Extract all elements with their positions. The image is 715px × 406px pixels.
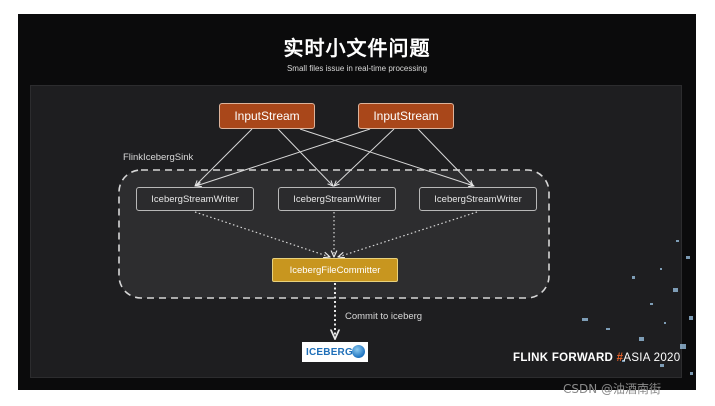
sparkle	[673, 288, 678, 292]
input-stream-2: InputStream	[358, 103, 454, 129]
input-stream-1: InputStream	[219, 103, 315, 129]
sparkle	[632, 276, 635, 279]
globe-icon	[352, 345, 365, 358]
iceberg-stream-writer-3: IcebergStreamWriter	[419, 187, 537, 211]
iceberg-stream-writer-2: IcebergStreamWriter	[278, 187, 396, 211]
sparkle	[650, 303, 653, 305]
edge-input2-writer2	[334, 128, 395, 186]
slide-subtitle: Small files issue in real-time processin…	[286, 64, 428, 73]
sparkle	[686, 256, 690, 259]
iceberg-logo-text: ICEBERG	[306, 346, 353, 358]
edge-input1-writer2	[277, 128, 333, 186]
edge-input1-writer1	[195, 128, 253, 186]
sparkle	[660, 268, 662, 270]
brand-suffix: ASIA 2020	[623, 352, 681, 364]
brand-hash: #	[616, 352, 624, 364]
sparkle	[680, 344, 686, 349]
edge-input2-writer1	[196, 128, 371, 186]
brand-name: FLINK FORWARD	[513, 352, 614, 364]
commit-label: Commit to iceberg	[345, 311, 423, 322]
edge-writer3-committer	[338, 211, 478, 257]
flink-forward-brand: FLINK FORWARD #ASIA 2020	[513, 352, 680, 364]
sparkle	[664, 322, 666, 324]
sparkle	[639, 337, 644, 341]
writer-committer-edges	[194, 211, 478, 257]
edge-input2-writer3	[417, 128, 473, 186]
sparkle	[582, 318, 588, 321]
iceberg-file-committer: IcebergFileCommitter	[272, 258, 398, 282]
slide-title: 实时小文件问题	[283, 36, 431, 60]
sparkle	[660, 364, 664, 367]
sparkle	[689, 316, 693, 320]
sparkle	[622, 360, 625, 362]
sparkle	[606, 328, 610, 330]
edge-input1-writer3	[299, 128, 474, 186]
sparkle	[676, 240, 679, 242]
csdn-watermark: CSDN @油酒南街	[563, 382, 662, 396]
iceberg-stream-writer-1: IcebergStreamWriter	[136, 187, 254, 211]
sparkle	[690, 372, 693, 375]
input-writer-edges	[195, 128, 474, 186]
iceberg-logo: ICEBERG	[302, 342, 368, 362]
sink-label: FlinkIcebergSink	[123, 152, 194, 163]
